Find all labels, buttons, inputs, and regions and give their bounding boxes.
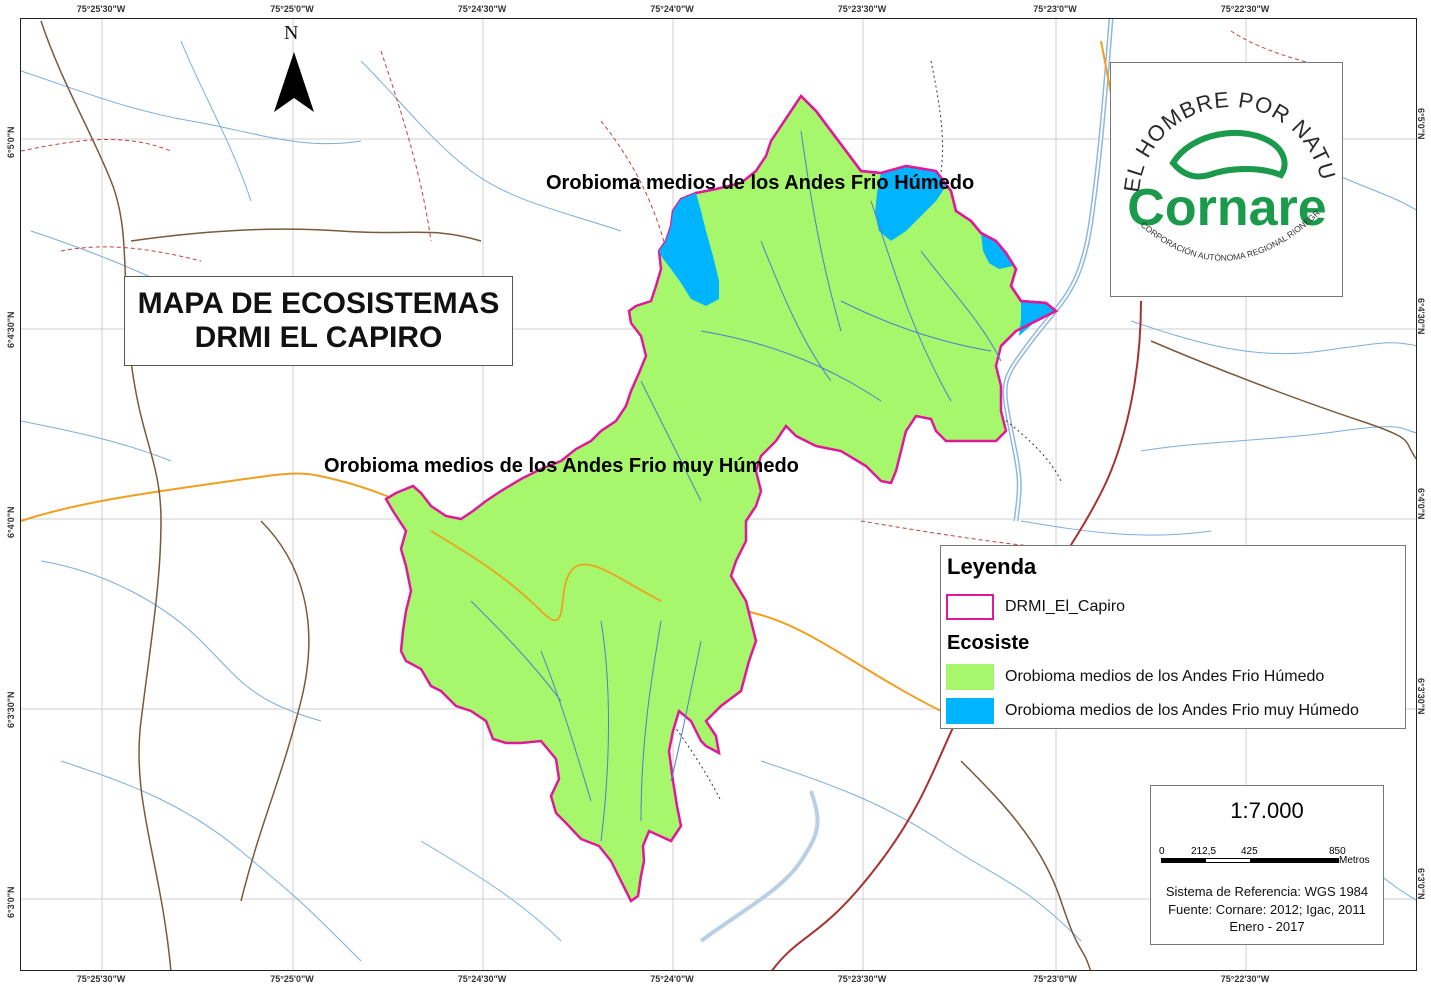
coord-bottom-3: 75°24'30"W — [457, 974, 507, 984]
legend-section-title: Ecosiste — [947, 632, 1030, 654]
logo-arc-text: EL HOMBRE POR NATURALEZA — [1103, 43, 1340, 194]
road-inside — [430, 530, 662, 621]
coord-bottom-7: 75°22'30"W — [1220, 974, 1270, 984]
coord-bottom-4: 75°24'0"W — [650, 974, 694, 984]
scale-ratio: 1:7.000 — [1230, 798, 1304, 823]
logo-name: Cornare — [1127, 179, 1326, 237]
legend-swatch-very-humid — [946, 698, 994, 724]
coord-bottom-6: 75°23'0"W — [1033, 974, 1077, 984]
legend-box: Leyenda DRMI_El_Capiro Ecosiste Orobioma… — [940, 545, 1406, 729]
coord-top-7: 75°22'30"W — [1220, 4, 1270, 14]
scale-source: Fuente: Cornare: 2012; Igac, 2011 — [1168, 902, 1366, 917]
coord-right-5: 6°3'0"N — [1416, 868, 1426, 900]
coord-left-1: 6°5'0"N — [6, 126, 16, 158]
coord-top-5: 75°23'30"W — [837, 4, 887, 14]
coord-top-1: 75°25'30"W — [76, 4, 126, 14]
svg-text:EL HOMBRE POR NATURALEZA: EL HOMBRE POR NATURALEZA — [1111, 63, 1341, 194]
paths — [640, 60, 1062, 802]
coord-left-2: 6°4'30"N — [6, 311, 16, 348]
coord-left-3: 6°4'0"N — [6, 506, 16, 538]
map-title-line1: MAPA DE ECOSISTEMAS — [137, 287, 500, 320]
scale-box: 1:7.000 0 212,5 425 850 Metros Sistema d… — [1150, 785, 1384, 945]
ecosystem-very-humid-areas[interactable] — [659, 166, 1056, 336]
legend-title: Leyenda — [947, 554, 1037, 579]
coord-top-6: 75°23'0"W — [1033, 4, 1077, 14]
north-arrow: N — [272, 22, 316, 114]
legend-label-very-humid: Orobioma medios de los Andes Frio muy Hú… — [1005, 702, 1359, 719]
logo-emblem-icon — [1169, 129, 1288, 180]
scale-bar-segment — [1206, 859, 1250, 862]
coord-bottom-2: 75°25'0"W — [270, 974, 314, 984]
cornare-logo: EL HOMBRE POR NATURALEZA Cornare CORPORA… — [1103, 43, 1343, 297]
scale-tick-0: 0 — [1159, 846, 1165, 857]
south-river — [699, 790, 820, 943]
coord-left-5: 6°3'0"N — [6, 886, 16, 918]
ecosystem-humid-area[interactable] — [384, 94, 1059, 903]
coord-top-4: 75°24'0"W — [650, 4, 694, 14]
main-river-inner — [1004, 19, 1112, 522]
inner-streams — [470, 130, 1002, 842]
eco-label-humid: Orobioma medios de los Andes Frio Húmedo — [546, 172, 975, 194]
main-river — [1002, 19, 1114, 522]
coord-right-4: 6°3'30"N — [1416, 678, 1426, 715]
coord-top-2: 75°25'0"W — [270, 4, 314, 14]
coord-top-3: 75°24'30"W — [457, 4, 507, 14]
legend-swatch-humid — [946, 664, 994, 690]
north-arrow-icon — [274, 52, 314, 112]
scale-unit: Metros — [1339, 855, 1370, 866]
scale-tick-1: 212,5 — [1191, 846, 1217, 857]
north-label: N — [284, 22, 299, 44]
road-brown — [40, 20, 1416, 970]
map-title-box: MAPA DE ECOSISTEMAS DRMI EL CAPIRO — [124, 276, 513, 366]
boundary-overlay — [800, 95, 1059, 347]
scale-date: Enero - 2017 — [1229, 919, 1305, 934]
legend-label-humid: Orobioma medios de los Andes Frio Húmedo — [1005, 668, 1325, 685]
scale-reference: Sistema de Referencia: WGS 1984 — [1165, 884, 1369, 899]
scale-tick-2: 425 — [1241, 846, 1258, 857]
legend-label-boundary: DRMI_El_Capiro — [1005, 598, 1126, 615]
scale-bar — [1161, 858, 1339, 863]
scale-tick-3: 850 — [1329, 846, 1346, 857]
coord-right-2: 6°4'30"N — [1416, 298, 1426, 335]
map-title-line2: DRMI EL CAPIRO — [194, 321, 443, 354]
legend-swatch-boundary — [946, 594, 994, 620]
coord-right-1: 6°5'0"N — [1416, 108, 1426, 140]
coord-bottom-5: 75°23'30"W — [837, 974, 887, 984]
eco-label-very-humid: Orobioma medios de los Andes Frio muy Hú… — [324, 455, 799, 477]
coord-left-4: 6°3'30"N — [6, 691, 16, 728]
coord-bottom-1: 75°25'30"W — [76, 974, 126, 984]
coord-right-3: 6°4'0"N — [1416, 488, 1426, 520]
cornare-logo-graphic: EL HOMBRE POR NATURALEZA Cornare CORPORA… — [1103, 43, 1341, 263]
